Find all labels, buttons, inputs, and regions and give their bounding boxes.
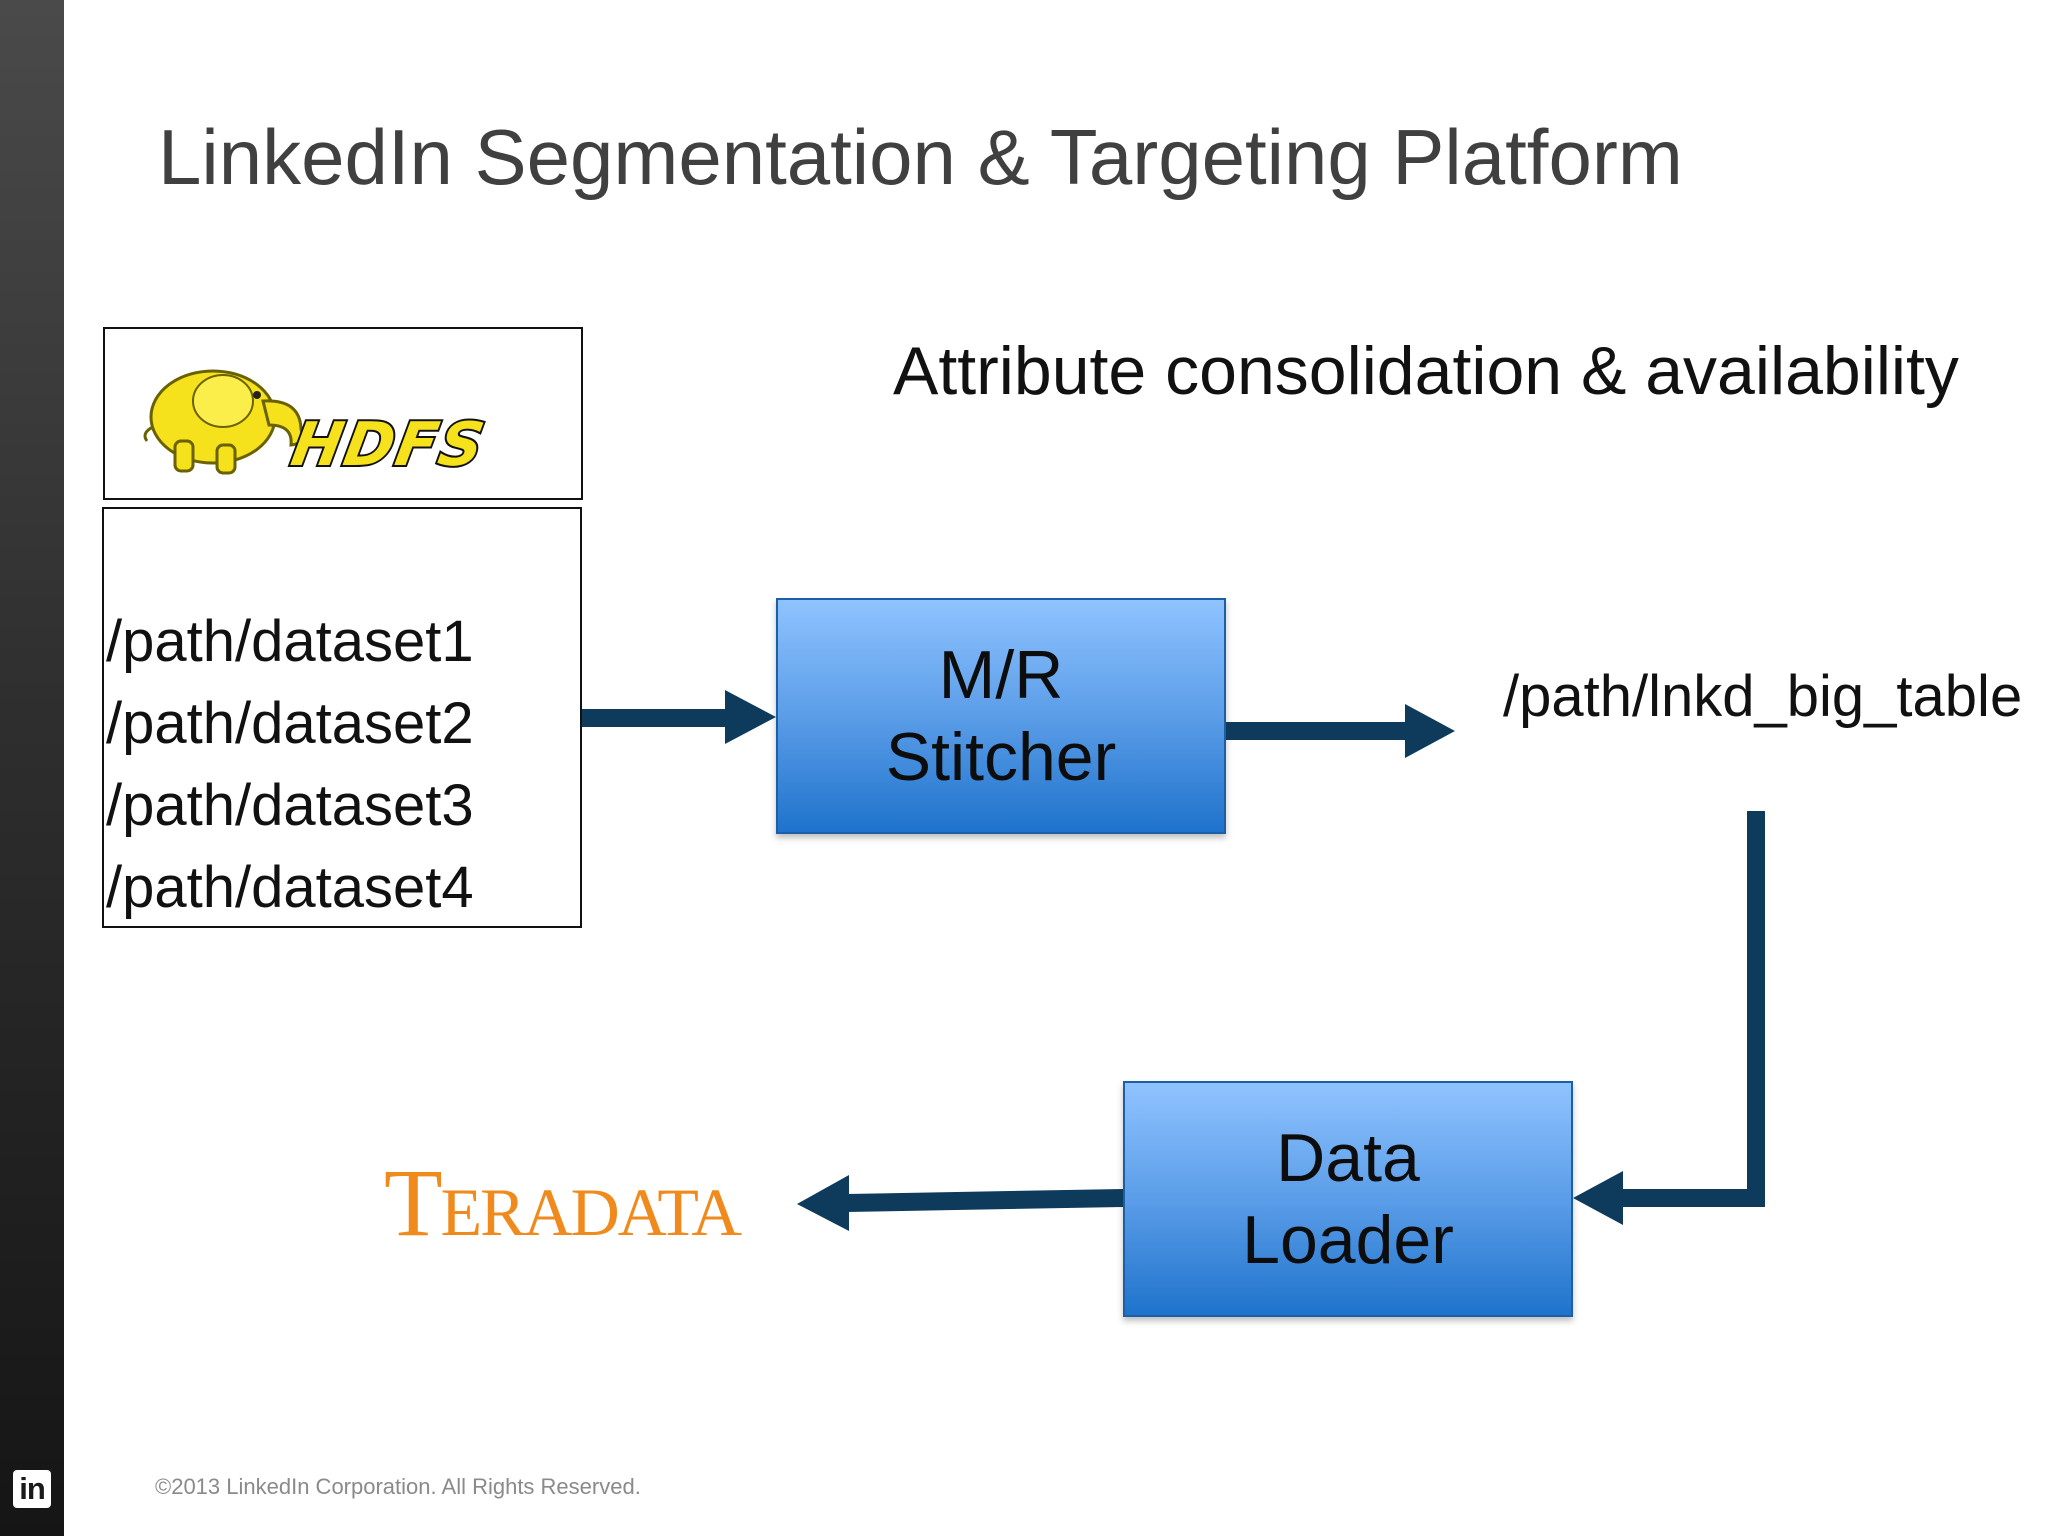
teradata-logo-mark: . — [738, 1219, 744, 1239]
arrow-table-to-loader — [1615, 1189, 1765, 1207]
hdfs-wordmark: HDFS — [286, 410, 490, 479]
arrow-loader-to-teradata-head — [797, 1175, 849, 1231]
arrow-loader-to-teradata — [846, 1189, 1123, 1212]
dataset-path: /path/dataset1 — [106, 609, 474, 674]
loader-label-line1: Data — [1276, 1120, 1420, 1196]
side-bar — [0, 0, 64, 1536]
teradata-logo: TERADATA. — [384, 1155, 744, 1274]
arrow-datasets-to-stitcher-head — [725, 690, 776, 744]
hdfs-logo-box: HDFS — [103, 327, 583, 500]
loader-label-line2: Loader — [1242, 1202, 1454, 1278]
arrow-table-down — [1747, 811, 1765, 1207]
dataset-path: /path/dataset4 — [106, 855, 474, 920]
hdfs-logo: HDFS — [143, 369, 493, 482]
arrow-table-to-loader-head — [1573, 1171, 1623, 1225]
arrow-stitcher-to-table — [1226, 722, 1414, 740]
output-table-path: /path/lnkd_big_table — [1503, 664, 2023, 729]
mr-stitcher-box: M/R Stitcher — [776, 598, 1226, 834]
stitcher-label-line2: Stitcher — [885, 719, 1117, 795]
stitcher-label-line1: M/R — [938, 637, 1064, 713]
dataset-path: /path/dataset3 — [106, 773, 474, 838]
arrow-datasets-to-stitcher — [582, 709, 732, 727]
dataset-list-box: /path/dataset1 /path/dataset2 /path/data… — [102, 507, 582, 928]
teradata-logo-initial: T — [384, 1149, 443, 1256]
slide-subtitle: Attribute consolidation & availability — [893, 333, 1959, 409]
copyright-notice: ©2013 LinkedIn Corporation. All Rights R… — [155, 1474, 641, 1499]
arrow-stitcher-to-table-head — [1405, 704, 1455, 758]
slide-title: LinkedIn Segmentation & Targeting Platfo… — [158, 113, 1683, 201]
hadoop-elephant-icon — [143, 369, 304, 475]
dataset-path: /path/dataset2 — [106, 691, 474, 756]
teradata-logo-rest: ERADATA — [440, 1174, 741, 1250]
linkedin-logo-icon: in — [13, 1470, 51, 1508]
data-loader-box: Data Loader — [1123, 1081, 1573, 1317]
